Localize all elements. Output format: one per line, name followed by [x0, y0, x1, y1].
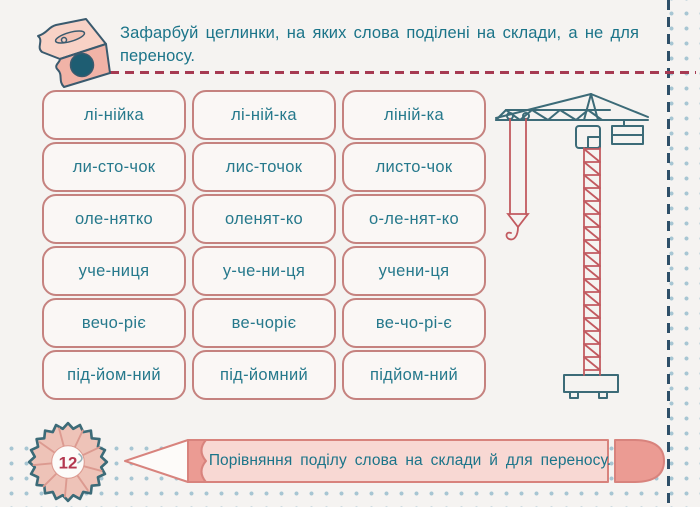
- page-margin-dashed-line: [667, 0, 670, 507]
- word-brick[interactable]: оленят-ко: [192, 194, 336, 244]
- word-brick[interactable]: лис-точок: [192, 142, 336, 192]
- word-brick[interactable]: вечо-ріє: [42, 298, 186, 348]
- word-brick[interactable]: ліній-ка: [342, 90, 486, 140]
- word-brick[interactable]: під-йом-ний: [42, 350, 186, 400]
- topic-pencil-banner: Порівняння поділу слова на склади й для …: [122, 434, 667, 488]
- word-brick[interactable]: під-йомний: [192, 350, 336, 400]
- brick-grid: лі-нійка лі-ній-ка ліній-ка ли-сто-чок л…: [42, 90, 486, 400]
- word-brick[interactable]: ли-сто-чок: [42, 142, 186, 192]
- task-instruction: Зафарбуй цеглинки, на яких слова поділен…: [120, 24, 640, 66]
- tower-crane-illustration-icon: [495, 93, 649, 399]
- pencil-sharpener-icon: [37, 18, 111, 88]
- page-number-badge: 12: [26, 420, 110, 504]
- pencil-icon: [124, 439, 665, 483]
- word-brick[interactable]: уче-ниця: [42, 246, 186, 296]
- word-brick[interactable]: лі-нійка: [42, 90, 186, 140]
- page-number: 12: [59, 453, 78, 472]
- header-divider-dashed-line: [95, 71, 696, 74]
- word-brick[interactable]: у-че-ни-ця: [192, 246, 336, 296]
- word-brick[interactable]: учени-ця: [342, 246, 486, 296]
- word-brick[interactable]: о-ле-нят-ко: [342, 194, 486, 244]
- word-brick[interactable]: оле-нятко: [42, 194, 186, 244]
- word-brick[interactable]: лі-ній-ка: [192, 90, 336, 140]
- word-brick[interactable]: ве-чо-рі-є: [342, 298, 486, 348]
- word-brick[interactable]: листо-чок: [342, 142, 486, 192]
- word-brick[interactable]: ве-чоріє: [192, 298, 336, 348]
- footer-topic-label: Порівняння поділу слова на склади й для …: [208, 452, 612, 469]
- word-brick[interactable]: підйом-ний: [342, 350, 486, 400]
